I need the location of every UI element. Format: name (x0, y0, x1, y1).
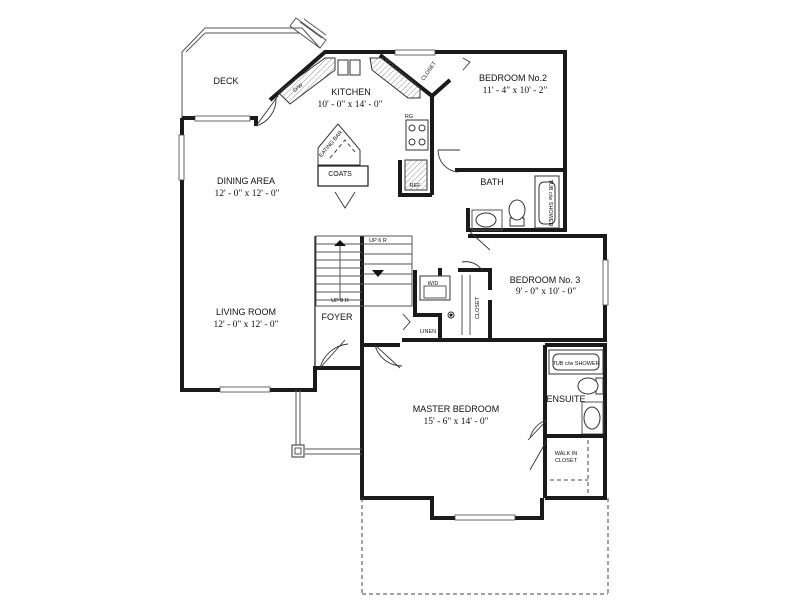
stair-up-top-label: UP 6 R (369, 238, 387, 244)
closet-br3-label: CLOSET (475, 296, 481, 319)
kitchen-label: KITCHEN (331, 87, 371, 97)
porch (291, 390, 609, 595)
master-label: MASTER BEDROOM (413, 404, 500, 414)
dining-label: DINING AREA (217, 176, 275, 186)
room-labels: DECK KITCHEN 10' - 0" x 14' - 0" BEDROOM… (213, 73, 585, 427)
dishwasher-label: D/W (292, 82, 305, 94)
ensuite-label: ENSUITE (546, 394, 585, 404)
tub-ensuite-label: TUB c/w SHOWER (552, 361, 599, 367)
foyer-label: FOYER (321, 312, 353, 322)
deck (181, 17, 327, 118)
doors (255, 57, 548, 471)
ensuite-fixtures (545, 349, 605, 496)
stairs (315, 235, 413, 307)
tub-bath-label: TUB c/w SHOWER (547, 179, 553, 226)
washer-dryer (419, 275, 451, 301)
porch-post (291, 444, 305, 458)
bedroom2-dimension: 11' - 4" x 10' - 2" (483, 86, 548, 96)
stair-up-bottom-label: UP 8 R (331, 298, 349, 304)
living-label: LIVING ROOM (216, 307, 276, 317)
walk-in-label-1: WALK IN (555, 451, 577, 457)
deck-label: DECK (213, 76, 238, 86)
bath-label: BATH (480, 177, 503, 187)
vanity-sink (475, 212, 497, 228)
living-dimension: 12' - 0" x 12' - 0" (213, 320, 278, 330)
bedroom3-label: BEDROOM No. 3 (510, 275, 581, 285)
range-label: RG (405, 114, 413, 120)
closet-br2-label: CLOSET (420, 60, 438, 82)
range (405, 119, 429, 151)
windows (178, 49, 609, 521)
walk-in-label-2: CLOSET (555, 458, 578, 464)
coats-label: COATS (328, 171, 352, 178)
washer-dryer-label: W/D (428, 281, 439, 287)
kitchen-fixtures (277, 57, 429, 191)
linen-label: LINEN (420, 329, 436, 335)
ensuite-sink (583, 406, 601, 430)
exterior-walls (180, 50, 607, 520)
bedroom3-dimension: 9' - 0" x 10' - 0" (516, 287, 576, 297)
master-dimension: 15' - 6" x 14' - 0" (423, 417, 488, 427)
bath-fixtures (471, 175, 560, 231)
dining-dimension: 12' - 0" x 12' - 0" (214, 189, 279, 199)
kitchen-dimension: 10' - 0" x 14' - 0" (317, 100, 382, 110)
ref-label: REF (410, 183, 422, 189)
refrigerator (404, 159, 428, 191)
bedroom2-label: BEDROOM No.2 (479, 73, 547, 83)
laundry-closets (419, 275, 471, 335)
